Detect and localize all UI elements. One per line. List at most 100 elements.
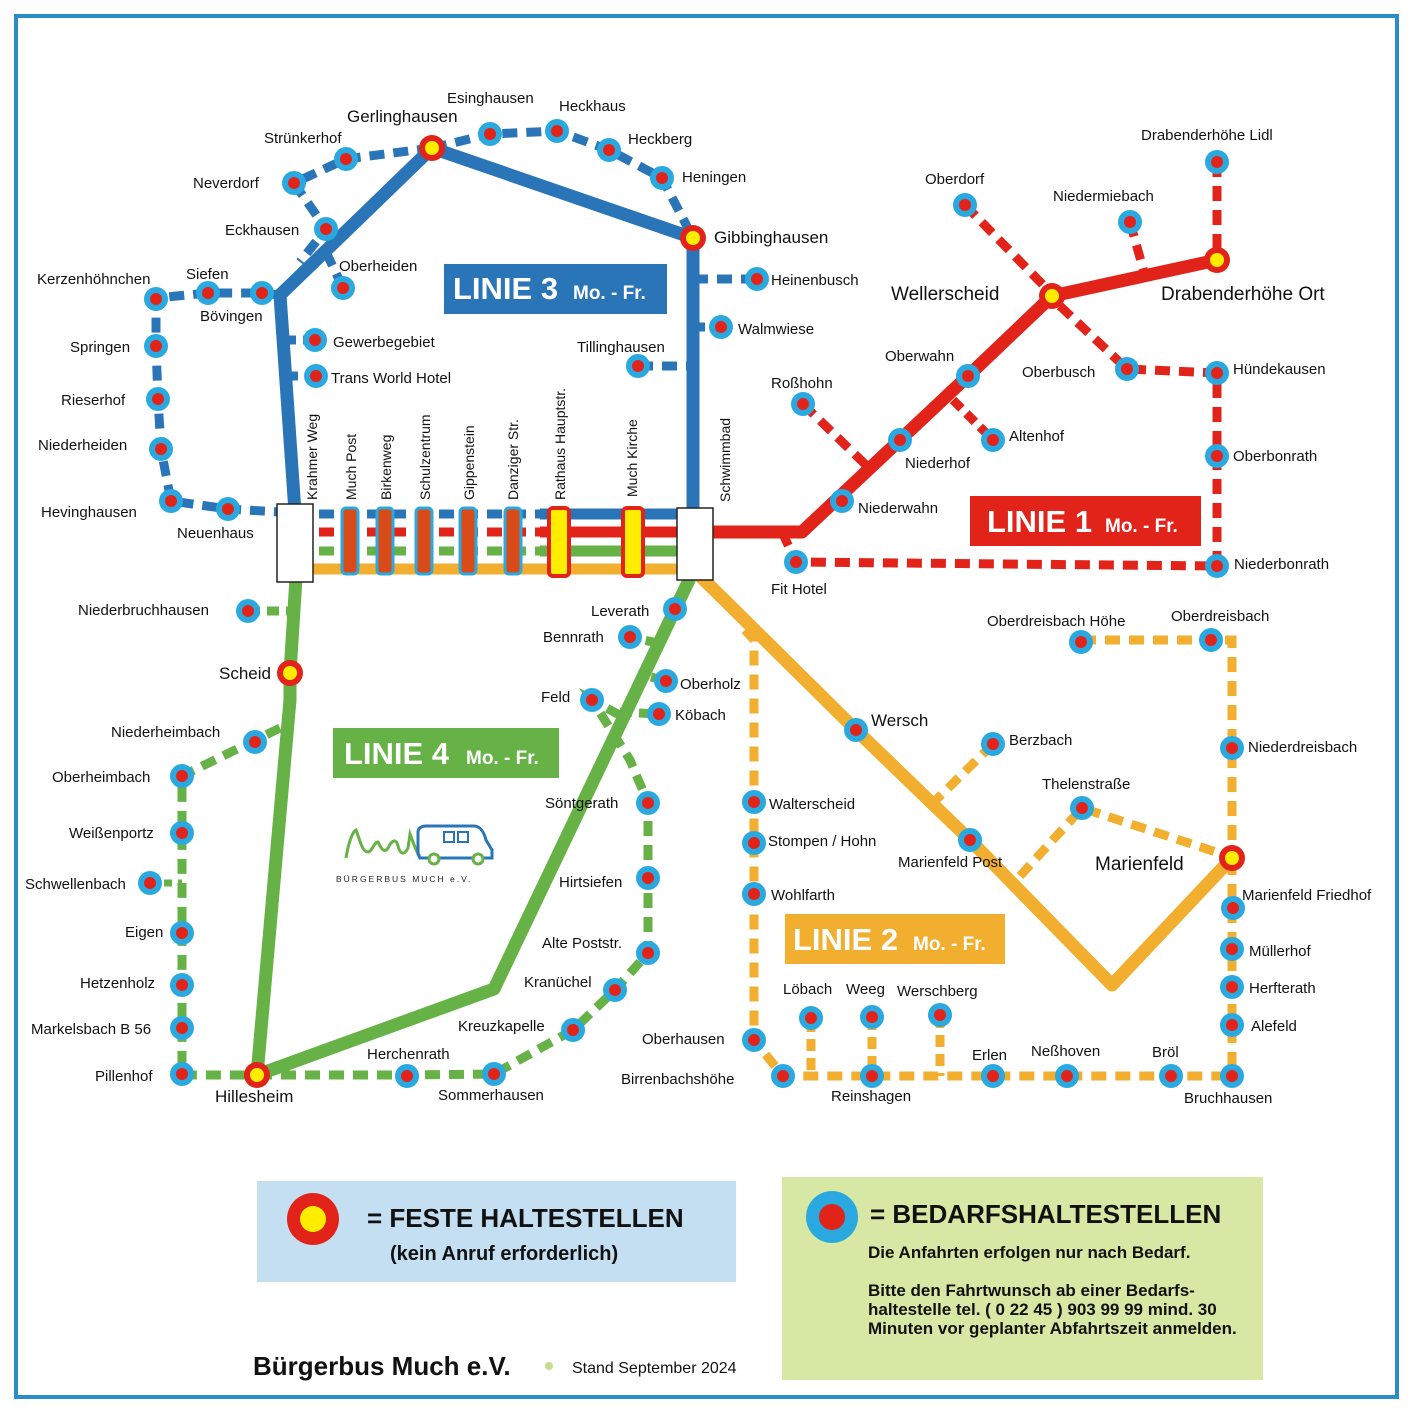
demand-stop-marker	[144, 334, 168, 358]
linie-4-main-route	[250, 575, 696, 1082]
demand-stop-marker	[170, 764, 194, 788]
pill-rathaus	[547, 506, 571, 578]
demand-stop-marker	[888, 428, 912, 452]
demand-stop-marker	[243, 730, 267, 754]
demand-stop-marker	[830, 489, 854, 513]
stop-label: Hillesheim	[215, 1087, 293, 1106]
fixed-stop-icon	[287, 1193, 339, 1245]
legend-demand-stops: = BEDARFSHALTESTELLEN Die Anfahrten erfo…	[782, 1177, 1263, 1380]
stop-label: Walmwiese	[738, 321, 814, 338]
stop-label: Gibbinghausen	[714, 228, 828, 247]
demand-stop-marker	[650, 166, 674, 190]
stop-label: Heckhaus	[559, 98, 626, 115]
stop-label: Herfterath	[1249, 980, 1316, 997]
stop-label: Oberbusch	[1022, 364, 1095, 381]
demand-stop-marker	[561, 1018, 585, 1042]
demand-stop-marker	[149, 437, 173, 461]
demand-stop-marker	[654, 669, 678, 693]
stop-label-vertical: Schulzentrum	[417, 414, 433, 500]
stop-label: Sommerhausen	[438, 1087, 544, 1104]
stop-label: Alte Poststr.	[542, 935, 622, 952]
badge-name: LINIE 3	[453, 271, 558, 306]
demand-stop-marker	[1220, 1064, 1244, 1088]
demand-stop-marker	[745, 267, 769, 291]
stop-label: Wersch	[871, 711, 928, 730]
trunk-stop-pills	[340, 506, 645, 578]
stop-label: Marienfeld Friedhof	[1242, 887, 1372, 904]
demand-stop-marker	[170, 821, 194, 845]
stop-label: Leverath	[591, 603, 649, 620]
demand-stop-marker	[771, 1064, 795, 1088]
stop-label: Niederheimbach	[111, 724, 220, 741]
stop-label: Söntgerath	[545, 795, 618, 812]
demand-stop-marker	[791, 392, 815, 416]
stop-label: Niederheiden	[38, 437, 127, 454]
stop-label: Rieserhof	[61, 392, 126, 409]
demand-stop-marker	[331, 276, 355, 300]
stop-label: Hündekausen	[1233, 361, 1326, 378]
legend-fixed-title: = FESTE HALTESTELLEN	[367, 1203, 684, 1233]
stop-label: Fit Hotel	[771, 581, 827, 598]
demand-stop-marker	[1220, 975, 1244, 999]
stop-label: Löbach	[783, 981, 832, 998]
legend-demand-title: = BEDARFSHALTESTELLEN	[870, 1199, 1222, 1229]
demand-stop-marker	[478, 122, 502, 146]
fixed-stop-marker	[419, 135, 445, 161]
stop-label-vertical: Much Kirche	[624, 419, 640, 497]
demand-stop-marker	[334, 147, 358, 171]
stop-label: Bruchhausen	[1184, 1090, 1272, 1107]
stop-label: Strünkerhof	[264, 130, 342, 147]
demand-stop-marker	[663, 597, 687, 621]
demand-stop-marker	[1220, 1013, 1244, 1037]
stop-labels: Gerlinghausen Esinghausen Heckhaus Strün…	[25, 90, 1372, 1107]
stop-label: Oberheimbach	[52, 769, 150, 786]
demand-stop-marker	[603, 978, 627, 1002]
stop-label: Heinenbusch	[771, 272, 859, 289]
demand-stop-icon	[806, 1191, 858, 1243]
pill-schulzentrum	[414, 506, 434, 576]
demand-stop-marker	[395, 1064, 419, 1088]
stop-label: Birrenbachshöhe	[621, 1071, 734, 1088]
badge-name: LINIE 2	[793, 922, 898, 957]
stop-label: Hevinghausen	[41, 504, 137, 521]
demand-stop-marker	[138, 871, 162, 895]
demand-stop-marker	[304, 364, 328, 388]
stop-label: Niederdreisbach	[1248, 739, 1357, 756]
stop-label: Drabenderhöhe Lidl	[1141, 127, 1273, 144]
logo-text: BÜRGERBUS MUCH e.V.	[336, 874, 472, 884]
demand-stop-marker	[981, 1064, 1005, 1088]
stop-label: Kreuzkapelle	[458, 1018, 545, 1035]
stop-label: Siefen	[186, 266, 229, 283]
line-badge-linie-1: LINIE 1 Mo. - Fr.	[970, 496, 1201, 546]
stop-label: Oberheiden	[339, 258, 417, 275]
stop-label-vertical: Birkenweg	[378, 435, 394, 500]
demand-stop-marker	[1069, 630, 1093, 654]
demand-stop-marker	[482, 1062, 506, 1086]
stop-label: Hetzenholz	[80, 975, 155, 992]
demand-stop-marker	[742, 831, 766, 855]
demand-stop-marker	[784, 550, 808, 574]
demand-stop-marker	[170, 921, 194, 945]
stop-label: Oberdreisbach	[1171, 608, 1269, 625]
demand-stop-marker	[216, 497, 240, 521]
terminal-box-east	[676, 507, 714, 581]
stop-label: Heckberg	[628, 131, 692, 148]
demand-stop-marker	[1205, 444, 1229, 468]
fixed-stop-marker	[1219, 845, 1245, 871]
demand-stop-marker	[1118, 210, 1142, 234]
linie-1-demand-oberdorf	[961, 201, 1052, 294]
demand-stop-marker	[1205, 361, 1229, 385]
demand-stop-marker	[636, 866, 660, 890]
demand-stop-marker	[1115, 357, 1139, 381]
fixed-stop-marker	[1039, 283, 1065, 309]
stop-label: Werschberg	[897, 983, 978, 1000]
demand-stop-marker	[981, 428, 1005, 452]
demand-stops	[138, 119, 1245, 1088]
linie-2-demand-berzbach	[932, 740, 997, 804]
line-badge-linie-3: LINIE 3 Mo. - Fr.	[444, 264, 667, 314]
demand-stop-marker	[1205, 554, 1229, 578]
demand-stop-marker	[580, 688, 604, 712]
demand-stop-marker	[953, 193, 977, 217]
stop-label: Niederbruchhausen	[78, 602, 209, 619]
